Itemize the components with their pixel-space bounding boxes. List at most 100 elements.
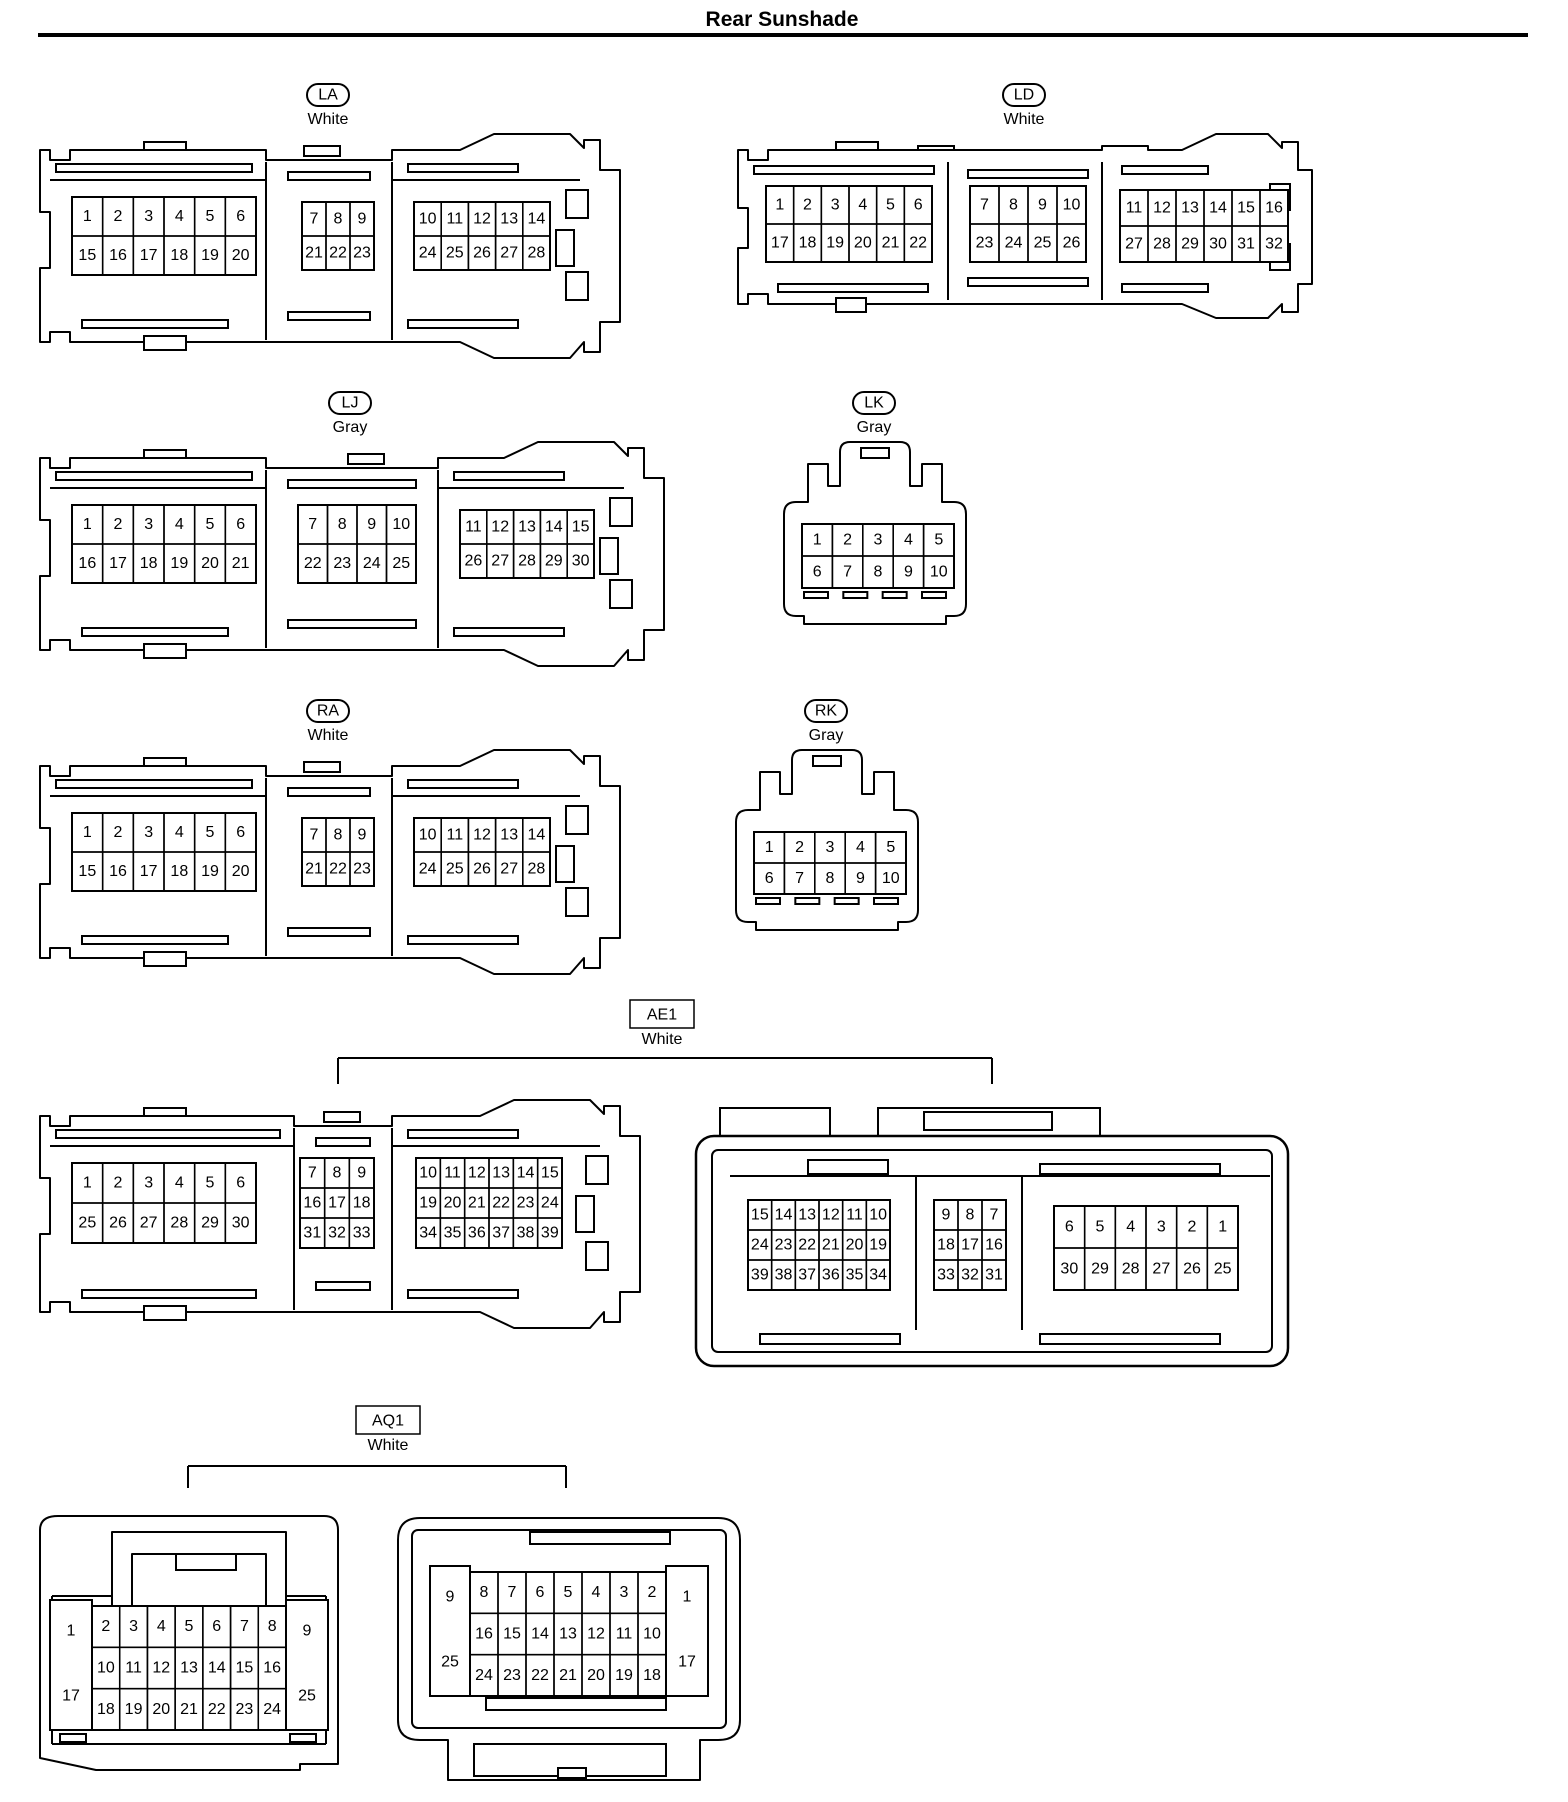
- pin-number: 20: [846, 1237, 864, 1254]
- pin-number: 16: [985, 1237, 1003, 1254]
- pin-number: 1: [813, 532, 822, 549]
- pin-number: 27: [140, 1215, 158, 1232]
- pin-cell: [224, 851, 257, 892]
- pin-number: 27: [500, 245, 518, 262]
- pin-cell: [522, 851, 551, 887]
- pin-number: 1: [83, 208, 92, 225]
- pin-number: 37: [492, 1225, 510, 1242]
- pin-number: 6: [236, 1175, 245, 1192]
- connector-color: White: [368, 1437, 409, 1454]
- pin-number: 10: [643, 1626, 661, 1643]
- pin-number: 21: [232, 555, 250, 572]
- pin-number: 15: [541, 1165, 559, 1182]
- pin-number: 3: [620, 1584, 629, 1601]
- latch-slot: [289, 1733, 317, 1743]
- pin-number: 29: [201, 1215, 219, 1232]
- latch-slot: [81, 1289, 257, 1299]
- latch-slot: [287, 171, 371, 181]
- pin-number: 3: [144, 824, 153, 841]
- pin-number: 5: [185, 1618, 194, 1635]
- page-title: Rear Sunshade: [706, 8, 859, 31]
- pin-number: 25: [1034, 235, 1052, 252]
- pin-number: 2: [114, 516, 123, 533]
- pin-number: 2: [648, 1584, 657, 1601]
- pin-number: 10: [930, 564, 948, 581]
- pin-cell: [922, 555, 955, 589]
- pin-number: 21: [882, 235, 900, 252]
- latch-slot: [967, 277, 1089, 287]
- pin-number: 20: [232, 247, 250, 264]
- pin-number: 13: [500, 211, 518, 228]
- pin-number: 23: [353, 245, 371, 262]
- pin-number: 3: [1157, 1219, 1166, 1236]
- pin-number: 15: [78, 247, 96, 264]
- pin-number: 21: [305, 245, 323, 262]
- pin-number: 12: [1153, 200, 1171, 217]
- housing-tab: [143, 335, 187, 351]
- pin-number: 12: [473, 211, 491, 228]
- latch-slot: [873, 897, 899, 905]
- pin-number: 7: [980, 197, 989, 214]
- pin-number: 9: [367, 516, 376, 533]
- latch-slot: [753, 165, 935, 175]
- pin-number: 15: [1237, 200, 1255, 217]
- pin-number: 17: [140, 247, 158, 264]
- pin-number: 15: [78, 863, 96, 880]
- pin-number: 7: [240, 1618, 249, 1635]
- connector-tag: [306, 83, 350, 107]
- pin-number: 9: [303, 1623, 312, 1640]
- pin-number: 25: [392, 555, 410, 572]
- pin-number: 3: [831, 197, 840, 214]
- pin-number: 15: [236, 1660, 254, 1677]
- pin-number: 9: [904, 564, 913, 581]
- pin-number: 26: [473, 245, 491, 262]
- pin-number: 1: [83, 1175, 92, 1192]
- connector-label: LK: [864, 395, 884, 412]
- connector-label: LD: [1014, 87, 1034, 104]
- pin-number: 2: [803, 197, 812, 214]
- pin-number: 12: [473, 827, 491, 844]
- latch-slot: [287, 927, 371, 937]
- pin-number: 9: [358, 211, 367, 228]
- pin-number: 27: [1152, 1261, 1170, 1278]
- latch-block: [565, 189, 589, 219]
- pin-number: 30: [572, 553, 590, 570]
- latch-slot: [1121, 165, 1209, 175]
- pin-number: 20: [201, 555, 219, 572]
- pin-number: 24: [475, 1667, 493, 1684]
- pin-number: 10: [419, 211, 437, 228]
- pin-number: 11: [446, 827, 463, 844]
- pin-number: 2: [795, 839, 804, 856]
- latch-slot: [81, 935, 229, 945]
- pin-number: 19: [419, 1195, 437, 1212]
- latch-slot: [407, 163, 519, 173]
- pin-number: 13: [1181, 200, 1199, 217]
- pin-number: 32: [1265, 236, 1283, 253]
- latch-slot: [407, 935, 519, 945]
- pin-number: 11: [125, 1660, 142, 1677]
- pin-number: 25: [1214, 1261, 1232, 1278]
- pin-number: 5: [1096, 1219, 1105, 1236]
- pin-number: 9: [856, 870, 865, 887]
- pin-number: 24: [1005, 235, 1023, 252]
- pin-number: 6: [536, 1584, 545, 1601]
- connector-label: LA: [318, 87, 338, 104]
- pin-number: 4: [175, 208, 184, 225]
- pin-number: 20: [587, 1667, 605, 1684]
- pin-number: 3: [144, 208, 153, 225]
- pin-number: 19: [869, 1237, 887, 1254]
- pin-number: 26: [465, 553, 483, 570]
- latch-tab: [860, 447, 890, 459]
- pin-grid: [91, 1605, 287, 1731]
- pin-number: 28: [528, 861, 546, 878]
- latch-slot: [485, 1697, 667, 1711]
- pin-number: 20: [444, 1195, 462, 1212]
- connector-label: RA: [317, 703, 340, 720]
- latch-slot: [967, 169, 1089, 179]
- pin-number: 31: [1237, 236, 1255, 253]
- pin-number: 29: [1091, 1261, 1109, 1278]
- latch-slot: [55, 471, 253, 481]
- pin-number: 8: [826, 870, 835, 887]
- pin-number: 19: [201, 863, 219, 880]
- pin-number: 11: [446, 211, 463, 228]
